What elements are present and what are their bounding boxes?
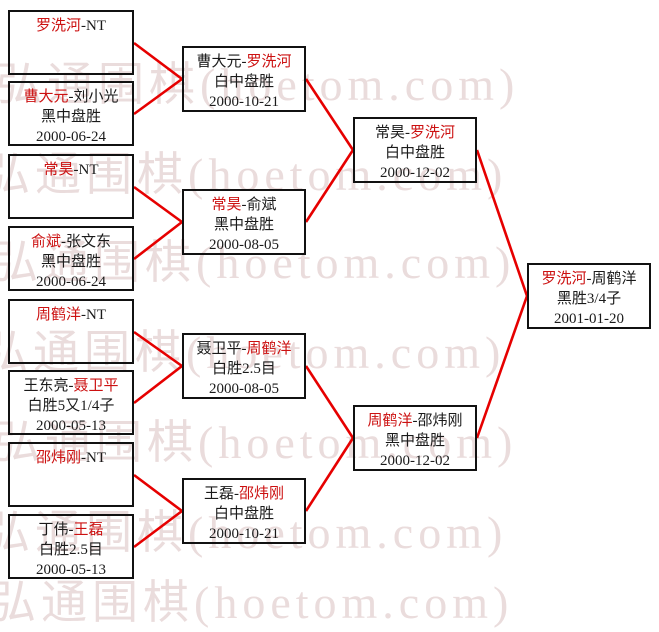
connector-line bbox=[304, 78, 355, 151]
winner-name: 周鹤洋 bbox=[35, 307, 81, 323]
watermark-text: 弘通围棋(hoetom.com) bbox=[0, 327, 506, 378]
match-players: 曹大元-罗洗河 bbox=[196, 54, 292, 70]
winner-name: 常昊 bbox=[43, 162, 74, 178]
match-players: 常昊-罗洗河 bbox=[374, 125, 455, 141]
winner-name: 聂卫平 bbox=[73, 378, 119, 394]
match-box-r1-5: 周鹤洋-NT bbox=[8, 299, 134, 364]
match-box-sf-1: 常昊-罗洗河 白中盘胜 2000-12-02 bbox=[353, 117, 477, 183]
match-date: 2000-10-21 bbox=[209, 94, 279, 110]
match-players: 丁伟-王磊 bbox=[38, 522, 104, 538]
connector-line bbox=[133, 364, 183, 405]
connector-line bbox=[304, 437, 355, 512]
connector-line bbox=[133, 473, 183, 513]
match-date: 2000-06-24 bbox=[36, 274, 106, 290]
match-box-final: 罗洗河-周鹤洋 黑胜3/4子 2001-01-20 bbox=[527, 263, 651, 329]
match-players: 常昊-NT bbox=[43, 162, 99, 178]
winner-name: 罗洗河 bbox=[409, 125, 455, 141]
match-result: 白中盘胜 bbox=[213, 506, 274, 522]
match-result: 白胜2.5目 bbox=[212, 361, 276, 377]
connector-line bbox=[133, 185, 183, 224]
match-players: 常昊-俞斌 bbox=[211, 197, 277, 213]
match-players: 俞斌-张文东 bbox=[30, 234, 111, 250]
match-box-r1-2: 曹大元-刘小光 黑中盘胜 2000-06-24 bbox=[8, 81, 134, 146]
winner-name: 常昊 bbox=[211, 197, 242, 213]
connector-line bbox=[133, 41, 183, 81]
match-box-r1-8: 丁伟-王磊 白胜2.5目 2000-05-13 bbox=[8, 514, 134, 579]
match-box-sf-2: 周鹤洋-邵炜刚 黑中盘胜 2000-12-02 bbox=[353, 405, 477, 471]
bracket-page: { "watermark": { "text": "弘通围棋(hoetom.co… bbox=[0, 10, 651, 628]
match-result: 白胜5又1/4子 bbox=[27, 398, 115, 414]
winner-name: 罗洗河 bbox=[35, 18, 81, 34]
connector-line bbox=[304, 365, 355, 439]
match-players: 王磊-邵炜刚 bbox=[203, 486, 284, 502]
match-box-r1-7: 邵炜刚-NT bbox=[8, 442, 134, 507]
connector-line bbox=[133, 77, 183, 116]
match-box-r1-4: 俞斌-张文东 黑中盘胜 2000-06-24 bbox=[8, 226, 134, 291]
winner-name: 周鹤洋 bbox=[246, 341, 292, 357]
connector-line bbox=[133, 330, 183, 368]
match-players: 聂卫平-周鹤洋 bbox=[196, 341, 292, 357]
connector-line bbox=[133, 220, 183, 261]
watermark-text: 弘通围棋(hoetom.com) bbox=[0, 149, 508, 200]
winner-name: 王磊 bbox=[73, 522, 104, 538]
match-box-r2-1: 曹大元-罗洗河 白中盘胜 2000-10-21 bbox=[182, 46, 306, 112]
watermark-text: 弘通围棋(hoetom.com) bbox=[0, 59, 520, 110]
match-box-r2-3: 聂卫平-周鹤洋 白胜2.5目 2000-08-05 bbox=[182, 333, 306, 399]
match-result: 黑中盘胜 bbox=[384, 433, 445, 449]
connector-line bbox=[304, 149, 355, 223]
match-date: 2001-01-20 bbox=[554, 311, 624, 327]
match-date: 2000-08-05 bbox=[209, 237, 279, 253]
connector-line bbox=[475, 149, 529, 297]
winner-name: 曹大元 bbox=[23, 89, 69, 105]
match-result: 黑中盘胜 bbox=[213, 217, 274, 233]
match-date: 2000-10-21 bbox=[209, 526, 279, 542]
match-box-r1-6: 王东亮-聂卫平 白胜5又1/4子 2000-05-13 bbox=[8, 370, 134, 435]
match-players: 曹大元-刘小光 bbox=[23, 89, 119, 105]
winner-name: 罗洗河 bbox=[246, 54, 292, 70]
match-result: 黑胜3/4子 bbox=[556, 291, 622, 307]
match-result: 白中盘胜 bbox=[384, 145, 445, 161]
winner-name: 邵炜刚 bbox=[238, 486, 284, 502]
match-date: 2000-12-02 bbox=[380, 453, 450, 469]
winner-name: 周鹤洋 bbox=[367, 413, 413, 429]
match-result: 黑中盘胜 bbox=[40, 109, 101, 125]
match-players: 罗洗河-周鹤洋 bbox=[541, 271, 637, 287]
winner-name: 罗洗河 bbox=[541, 271, 587, 287]
match-players: 王东亮-聂卫平 bbox=[23, 378, 119, 394]
winner-name: 邵炜刚 bbox=[35, 450, 81, 466]
connector-line bbox=[475, 295, 529, 439]
match-date: 2000-05-13 bbox=[36, 418, 106, 434]
match-result: 黑中盘胜 bbox=[40, 254, 101, 270]
match-players: 邵炜刚-NT bbox=[35, 450, 106, 466]
match-result: 白中盘胜 bbox=[213, 74, 274, 90]
winner-name: 俞斌 bbox=[30, 234, 61, 250]
match-players: 周鹤洋-NT bbox=[35, 307, 106, 323]
connector-line bbox=[133, 509, 183, 549]
match-date: 2000-12-02 bbox=[380, 165, 450, 181]
match-players: 周鹤洋-邵炜刚 bbox=[367, 413, 463, 429]
match-result: 白胜2.5目 bbox=[39, 542, 103, 558]
match-date: 2000-08-05 bbox=[209, 381, 279, 397]
match-box-r2-4: 王磊-邵炜刚 白中盘胜 2000-10-21 bbox=[182, 478, 306, 544]
match-box-r2-2: 常昊-俞斌 黑中盘胜 2000-08-05 bbox=[182, 189, 306, 255]
match-date: 2000-05-13 bbox=[36, 562, 106, 578]
watermark-text: 弘通围棋(hoetom.com) bbox=[0, 237, 516, 288]
match-box-r1-1: 罗洗河-NT bbox=[8, 10, 134, 75]
match-date: 2000-06-24 bbox=[36, 129, 106, 145]
match-players: 罗洗河-NT bbox=[35, 18, 106, 34]
bracket-connectors bbox=[133, 41, 529, 549]
match-box-r1-3: 常昊-NT bbox=[8, 154, 134, 219]
